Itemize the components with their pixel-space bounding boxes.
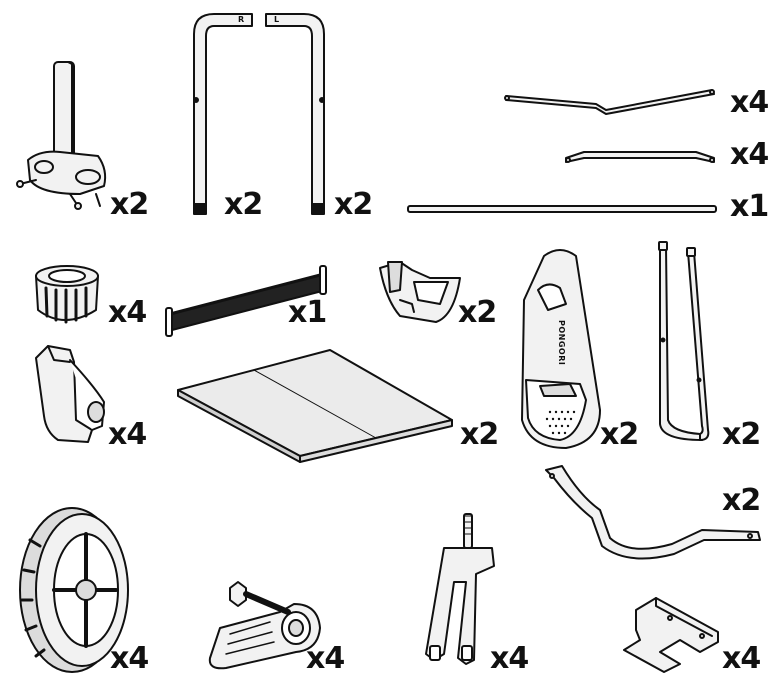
frame-tube-l-qty: x2 [334,187,373,222]
clip-bracket-icon [379,261,461,323]
straight-rod-icon [407,205,717,213]
leg-cover-brand: PONGORI [557,320,566,366]
table-panel-qty: x2 [460,417,499,452]
bent-rod-icon [504,89,715,115]
clip-bracket-qty: x2 [458,295,497,330]
knob-qty: x4 [108,295,147,330]
table-panel-icon [177,349,453,463]
frame-mark-l: L [274,15,280,24]
curved-bar-icon [545,465,761,560]
t-bracket-qty: x4 [722,641,761,676]
clamp-qty: x4 [108,417,147,452]
pedal-foot-qty: x4 [306,641,345,676]
knob-icon [35,265,99,324]
pedal-foot-icon [208,581,321,670]
clamp-icon [35,345,105,443]
u-frame-icon [658,241,710,441]
straight-rod-qty: x1 [730,189,769,224]
frame-tube-icon [193,13,253,215]
u-frame-qty: x2 [722,417,761,452]
leg-cover-qty: x2 [600,417,639,452]
curved-bar-qty: x2 [722,483,761,518]
wheel-mount-post-icon [16,61,107,210]
wheel-mount-post-qty: x2 [110,187,149,222]
short-rod-icon [565,151,715,163]
long-bent-rod-qty: x4 [730,85,769,120]
t-bracket-icon [623,597,719,673]
net-qty: x1 [288,295,327,330]
fork-qty: x4 [490,641,529,676]
net-icon [165,265,327,337]
leg-cover-icon [521,249,601,449]
wheel-icon [19,507,129,673]
fork-icon [425,513,495,665]
frame-tube-icon [265,13,325,215]
frame-tube-r-qty: x2 [224,187,263,222]
short-bent-rod-qty: x4 [730,137,769,172]
wheel-qty: x4 [110,641,149,676]
frame-mark-r: R [238,15,245,24]
